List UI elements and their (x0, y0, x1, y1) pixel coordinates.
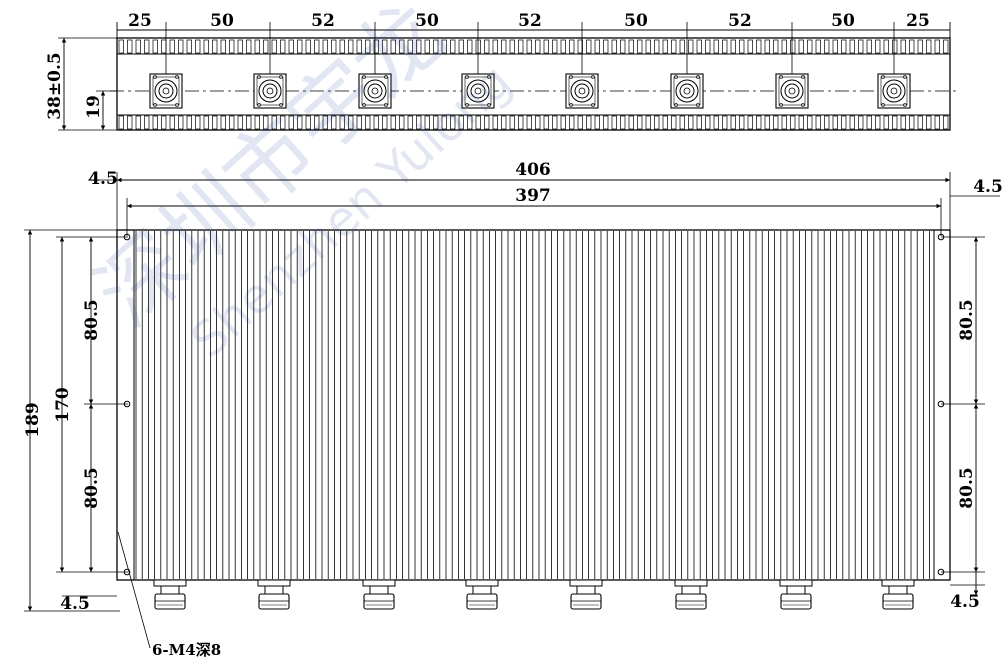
top-spacing-dimension: 25 50 52 50 52 50 52 50 25 (116, 11, 951, 74)
spacing-label-7: 52 (728, 11, 752, 31)
spacing-label-9: 25 (906, 11, 930, 31)
top-connector (775, 73, 809, 109)
spacing-label-1: 25 (128, 11, 152, 31)
top-fins-lower (118, 115, 949, 130)
top-connector (253, 73, 287, 109)
height-holes-label: 170 (53, 387, 73, 423)
center-height-label: 19 (84, 95, 104, 119)
height-label: 38±0.5 (45, 52, 65, 119)
front-view: 406 397 4.5 4.5 189 170 80.5 80.5 (23, 160, 1003, 659)
offset-top-left-label: 4.5 (88, 169, 118, 189)
top-connector (358, 73, 392, 109)
hole-note-leader: 6-M4深8 (117, 531, 221, 659)
right-upper-spacing-label: 80.5 (957, 299, 977, 340)
front-connector (257, 579, 291, 610)
top-fins-upper (118, 39, 949, 54)
front-connector (779, 579, 813, 610)
front-connector (674, 579, 708, 610)
top-connectors (149, 73, 911, 109)
top-connector (877, 73, 911, 109)
top-view: 25 50 52 50 52 50 52 50 25 38±0.5 19 (45, 11, 958, 131)
top-connector (670, 73, 704, 109)
height-total-label: 189 (23, 402, 43, 438)
spacing-label-5: 52 (518, 11, 542, 31)
front-connectors (153, 579, 915, 610)
front-body-outline (116, 229, 951, 581)
left-upper-spacing-label: 80.5 (82, 299, 102, 340)
spacing-label-4: 50 (415, 11, 439, 31)
spacing-label-8: 50 (831, 11, 855, 31)
offset-top-right-label: 4.5 (973, 177, 1003, 197)
width-inner-label: 397 (515, 186, 551, 206)
front-connector (362, 579, 396, 610)
front-fins (135, 231, 930, 579)
top-connector (565, 73, 599, 109)
width-total-label: 406 (515, 160, 551, 180)
front-width-dimension: 406 397 4.5 4.5 (88, 160, 1003, 236)
front-right-height-dimensions: 80.5 80.5 4.5 (941, 236, 985, 612)
front-connector (569, 579, 603, 610)
spacing-label-2: 50 (210, 11, 234, 31)
front-connector (465, 579, 499, 610)
front-left-height-dimensions: 189 170 80.5 80.5 4.5 (23, 229, 128, 614)
front-connector (153, 579, 187, 610)
front-connector (881, 579, 915, 610)
top-height-dimension: 38±0.5 19 (45, 37, 117, 131)
hole-note-label: 6-M4深8 (152, 641, 221, 659)
offset-bottom-right-label: 4.5 (950, 592, 980, 612)
top-connector (149, 73, 183, 109)
right-lower-spacing-label: 80.5 (957, 467, 977, 508)
spacing-label-3: 52 (311, 11, 335, 31)
left-lower-spacing-label: 80.5 (82, 467, 102, 508)
top-body-core (116, 53, 951, 116)
spacing-label-6: 50 (624, 11, 648, 31)
offset-bottom-left-label: 4.5 (60, 594, 90, 614)
